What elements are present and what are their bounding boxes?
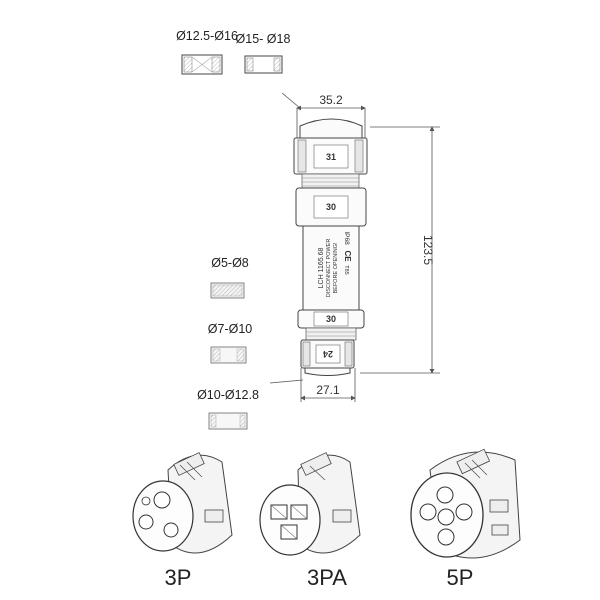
insert-label: 5P [447, 565, 474, 590]
insert-3p: 3P [132, 452, 233, 590]
temperature-mark: T85 [343, 265, 349, 274]
ce-mark: CE [343, 250, 352, 262]
seal-ring-5-8: Ø5-Ø8 [210, 256, 249, 299]
warning-line-1: DISCONNECT POWER [326, 239, 332, 298]
seal-label: Ø10-Ø12.8 [197, 388, 259, 402]
warning-line-2: BEFORE OPENING! [333, 242, 339, 294]
nut-size-bottom-cap: 24 [323, 349, 333, 359]
insert-label: 3PA [307, 565, 347, 590]
seal-label: Ø12.5-Ø16 [176, 29, 238, 43]
nut-size-upper-body: 30 [326, 202, 336, 212]
dimension-label: 35.2 [319, 93, 343, 107]
dimension-length: 123.5 [360, 126, 440, 374]
dimension-top-width: 35.2 [281, 92, 366, 138]
nut-size-lower-body: 30 [326, 314, 336, 324]
insert-label: 3P [165, 565, 192, 590]
seal-ring-10-12-8: Ø10-Ø12.8 [197, 388, 259, 430]
model-number: LCH 1165.68 [318, 248, 325, 289]
ip-rating: IP68 [343, 231, 350, 245]
nut-size-top-cap: 31 [326, 152, 336, 162]
seal-label: Ø7-Ø10 [208, 322, 253, 336]
insert-3pa: 3PA [259, 452, 361, 590]
seal-ring-7-10: Ø7-Ø10 [208, 322, 253, 364]
seal-label: Ø5-Ø8 [211, 256, 249, 270]
dimension-label: 123.5 [421, 235, 435, 265]
dimension-label: 27.1 [316, 383, 340, 397]
dimension-bottom-width: 27.1 [269, 368, 356, 402]
insert-5p: 5P [410, 448, 521, 590]
seal-ring-15-18: Ø15- Ø18 [236, 32, 291, 74]
seal-label: Ø15- Ø18 [236, 32, 291, 46]
seal-ring-12-5-16: Ø12.5-Ø16 [176, 29, 238, 75]
connector-side-view: 31 30 LCH 1165.68 DISCONNECT POWER BEFOR… [293, 118, 368, 376]
